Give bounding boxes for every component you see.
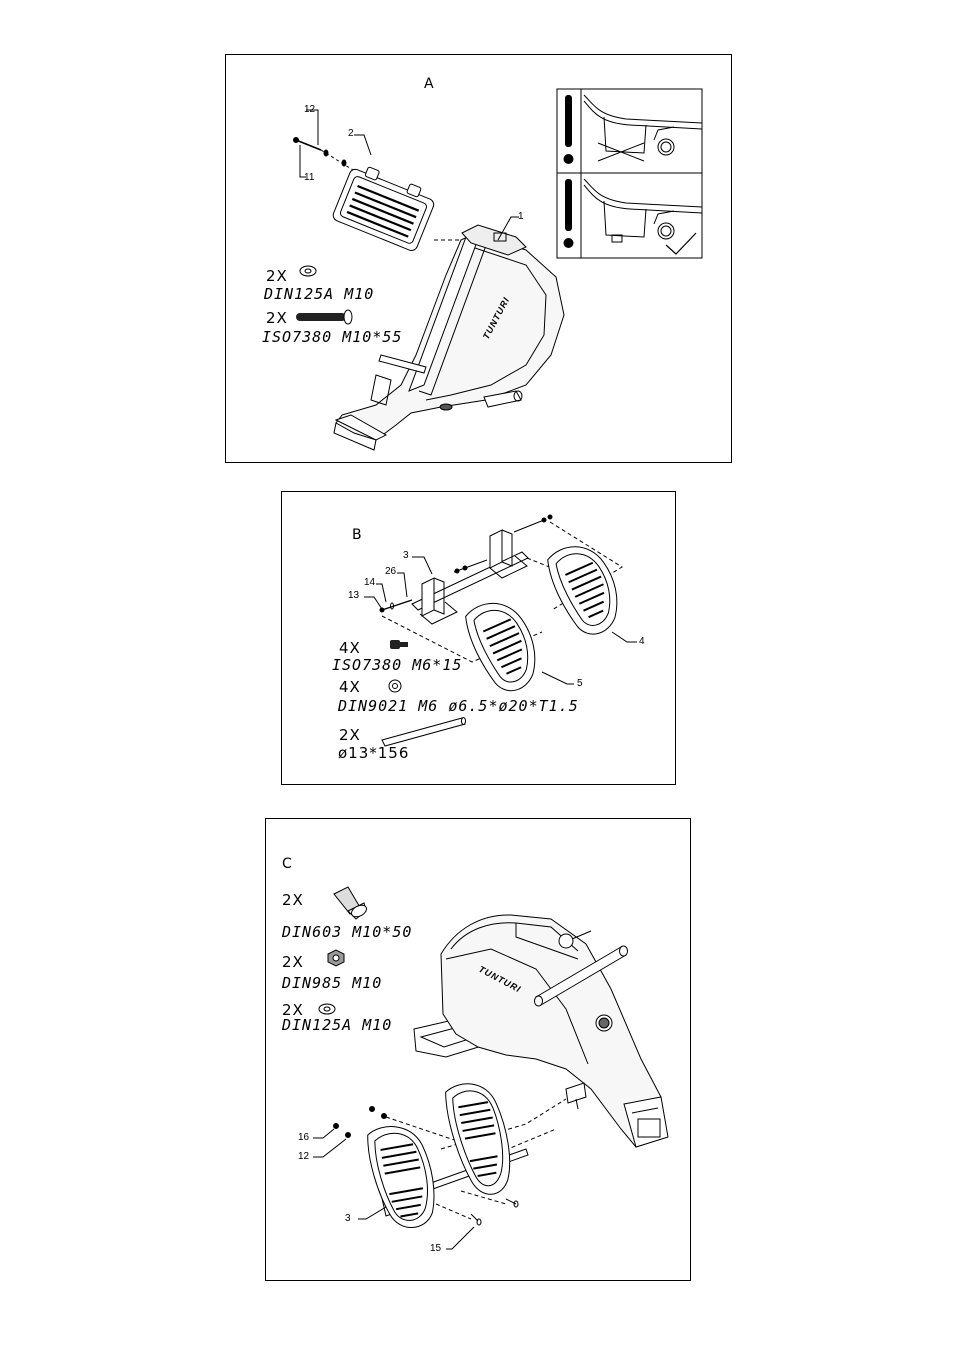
hardware-part: DIN9021 M6 ø6.5*ø20*T1.5 (338, 699, 579, 714)
hardware-qty: 2X (339, 728, 361, 743)
hardware-part: DIN985 M10 (282, 976, 382, 991)
washer-icon (300, 266, 316, 276)
hardware-part: DIN125A M10 (264, 287, 374, 302)
callout-26: 26 (385, 567, 396, 577)
panel-c: TUNTURI C 2X DIN603 M10*50 2X DIN985 M10… (265, 818, 691, 1281)
pedal-left (460, 592, 549, 699)
panel-a: TUNTURI (225, 54, 732, 463)
hardware-part: ISO7380 M6*15 (332, 658, 462, 673)
pedal-right (542, 535, 631, 642)
hardware-part: ISO7380 M10*55 (262, 330, 402, 345)
hardware-qty: 2X (282, 893, 304, 908)
panel-c-drawing: TUNTURI (266, 819, 692, 1282)
hardware-qty: 2X (266, 269, 288, 284)
callout-1: 1 (518, 212, 524, 222)
callout-13: 13 (348, 591, 359, 601)
handle-part (331, 161, 438, 252)
washer-icon (319, 1004, 335, 1014)
callout-14: 14 (364, 578, 375, 588)
panel-a-drawing: TUNTURI (226, 55, 733, 464)
panel-a-label: A (424, 77, 434, 91)
panel-b: B 3 26 14 13 4 5 4X ISO7380 M6*15 4X DIN… (281, 491, 676, 785)
callout-2: 2 (348, 129, 354, 139)
hardware-qty: 2X (282, 955, 304, 970)
carriage-bolt-icon (334, 887, 368, 919)
callout-4: 4 (639, 637, 645, 647)
callout-16: 16 (298, 1133, 309, 1143)
hardware-part: DIN603 M10*50 (282, 925, 412, 940)
hardware-qty: 4X (339, 680, 361, 695)
callout-11: 11 (304, 173, 314, 183)
callout-12: 12 (298, 1152, 309, 1162)
washer-icon (389, 680, 401, 692)
hardware-part: ø13*156 (338, 746, 409, 761)
panel-c-label: C (282, 857, 292, 871)
callout-15: 15 (430, 1244, 441, 1254)
callout-3: 3 (345, 1214, 351, 1224)
callout-3: 3 (403, 551, 409, 561)
callout-5: 5 (577, 679, 583, 689)
bolt-icon (296, 310, 352, 324)
hardware-qty: 4X (339, 641, 361, 656)
pedal-left (365, 1120, 440, 1232)
hardware-qty: 2X (266, 311, 288, 326)
tube-icon (382, 718, 466, 747)
callout-12: 12 (304, 105, 315, 115)
panel-b-label: B (352, 528, 362, 542)
hardware-part: DIN125A M10 (282, 1018, 392, 1033)
nut-icon (328, 950, 344, 966)
bolt-icon (390, 640, 408, 649)
